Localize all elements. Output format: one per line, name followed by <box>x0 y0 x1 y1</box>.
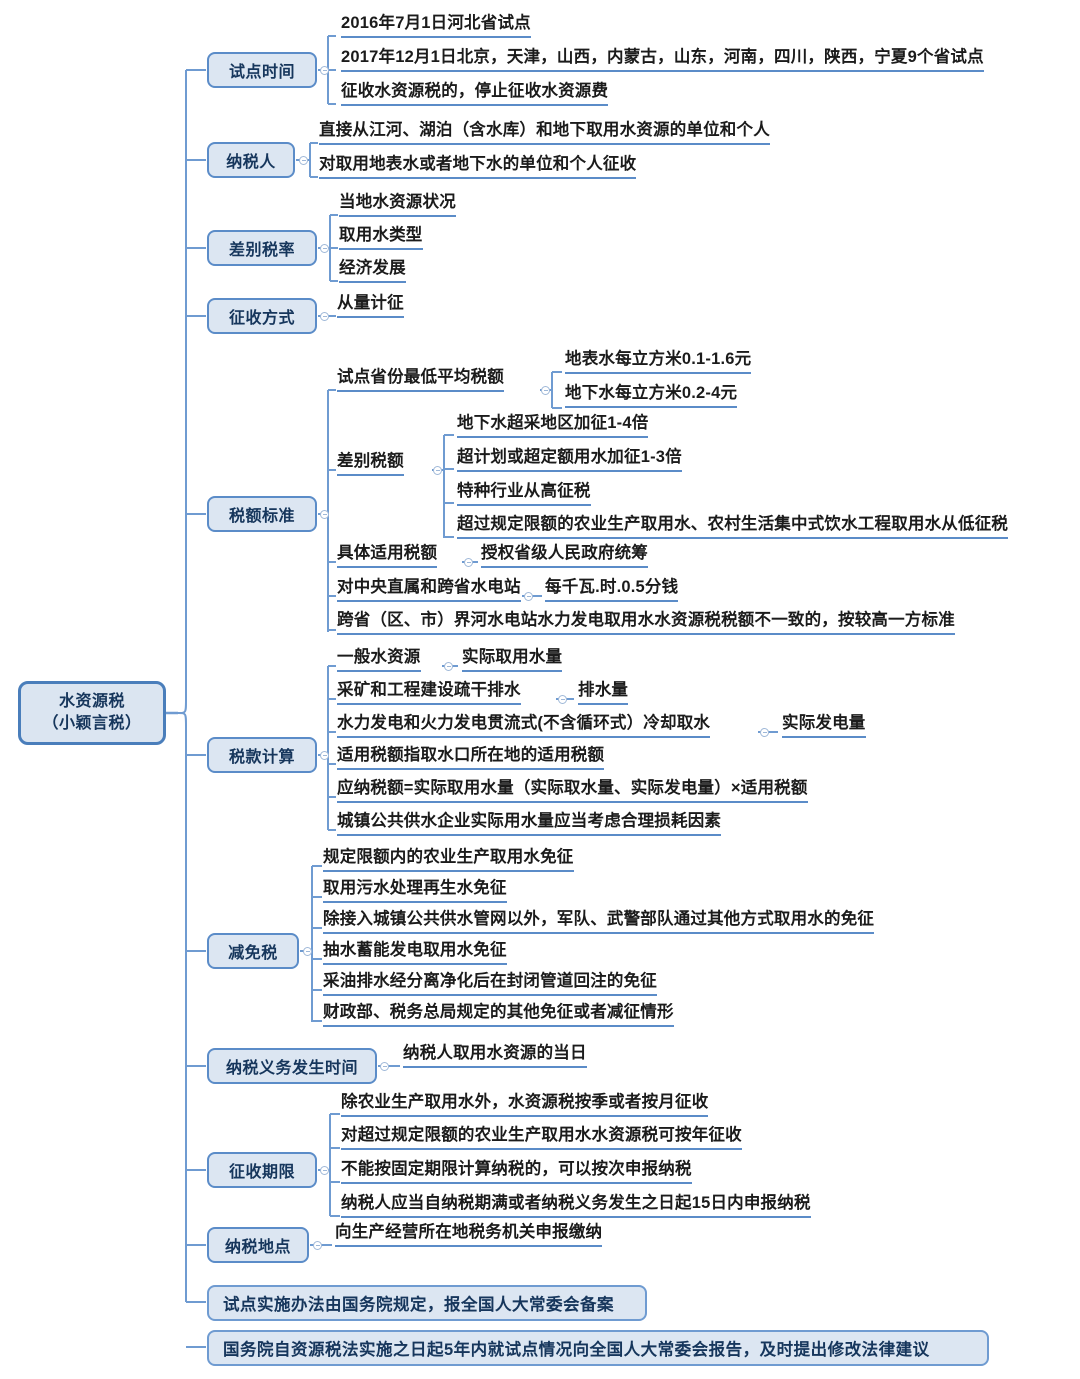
collapse-toggle-icon[interactable] <box>313 1241 322 1250</box>
leaf-item[interactable]: 不能按固定期限计算纳税的，可以按次申报纳税 <box>341 1160 692 1184</box>
root-title-line1: 水资源税 <box>58 693 125 711</box>
leaf-item[interactable]: 城镇公共供水企业实际用水量应当考虑合理损耗因素 <box>337 812 722 836</box>
leaf-item[interactable]: 取用水类型 <box>339 226 423 250</box>
collapse-toggle-icon[interactable] <box>320 510 329 519</box>
collapse-toggle-icon[interactable] <box>558 695 567 704</box>
leaf-item[interactable]: 取用污水处理再生水免征 <box>323 879 507 903</box>
leaf-item[interactable]: 经济发展 <box>339 259 406 283</box>
leaf-item[interactable]: 超计划或超定额用水加征1-3倍 <box>457 448 682 472</box>
subgroup-label[interactable]: 试点省份最低平均税额 <box>337 368 504 392</box>
branch-label: 征收期限 <box>228 1164 295 1181</box>
leaf-item[interactable]: 纳税人应当自纳税期满或者纳税义务发生之日起15日内申报纳税 <box>341 1194 811 1218</box>
branch-label: 试点时间 <box>228 64 295 81</box>
leaf-item[interactable]: 征收水资源税的，停止征收水资源费 <box>341 82 609 106</box>
subgroup-label[interactable]: 差别税额 <box>337 452 404 476</box>
branch-node-tax-amount-standard[interactable]: 税额标准 <box>207 496 317 532</box>
branch-label: 税款计算 <box>228 749 295 766</box>
collapse-toggle-icon[interactable] <box>320 1166 329 1175</box>
leaf-item[interactable]: 向生产经营所在地税务机关申报缴纳 <box>335 1223 603 1247</box>
leaf-item[interactable]: 除接入城镇公共供水管网以外，军队、武警部队通过其他方式取用水的免征 <box>323 910 875 934</box>
branch-label: 征收方式 <box>228 310 295 327</box>
collapse-toggle-icon[interactable] <box>464 558 473 567</box>
pair-value[interactable]: 实际发电量 <box>782 714 866 738</box>
leaf-item[interactable]: 抽水蓄能发电取用水免征 <box>323 941 507 965</box>
branch-label: 纳税地点 <box>224 1239 291 1256</box>
branch-node-taxpayer[interactable]: 纳税人 <box>207 142 295 178</box>
branch-label: 减免税 <box>228 945 278 962</box>
pair-value[interactable]: 每千瓦.时.0.5分钱 <box>545 578 679 602</box>
branch-label: 纳税义务发生时间 <box>225 1060 358 1077</box>
branch-node-collection-method[interactable]: 征收方式 <box>207 298 317 334</box>
collapse-toggle-icon[interactable] <box>380 1062 389 1071</box>
pair-label[interactable]: 具体适用税额 <box>337 544 438 568</box>
pair-label[interactable]: 采矿和工程建设疏干排水 <box>337 681 521 705</box>
pair-label[interactable]: 一般水资源 <box>337 648 421 672</box>
branch-node-pilot-time[interactable]: 试点时间 <box>207 52 317 88</box>
branch-label: 纳税人 <box>226 154 276 171</box>
pair-label[interactable]: 水力发电和火力发电贯流式(不含循环式）冷却取水 <box>337 714 711 738</box>
collapse-toggle-icon[interactable] <box>541 386 550 395</box>
leaf-item[interactable]: 纳税人取用水资源的当日 <box>403 1044 587 1068</box>
leaf-item[interactable]: 除农业生产取用水外，水资源税按季或者按月征收 <box>341 1093 709 1117</box>
branch-node-collection-period[interactable]: 征收期限 <box>207 1152 317 1188</box>
leaf-item[interactable]: 对取用地表水或者地下水的单位和个人征收 <box>319 155 637 179</box>
leaf-item[interactable]: 超过规定限额的农业生产取用水、农村生活集中式饮水工程取用水从低征税 <box>457 515 1009 539</box>
leaf-item[interactable]: 地下水超采地区加征1-4倍 <box>457 414 649 438</box>
leaf-item[interactable]: 应纳税额=实际取用水量（实际取水量、实际发电量）×适用税额 <box>337 779 808 803</box>
collapse-toggle-icon[interactable] <box>299 156 308 165</box>
leaf-item[interactable]: 地下水每立方米0.2-4元 <box>565 384 738 408</box>
standalone-label: 试点实施办法由国务院规定，报全国人大常委会备案 <box>223 1296 614 1314</box>
branch-node-tax-reduction[interactable]: 减免税 <box>207 933 299 969</box>
leaf-item[interactable]: 对超过规定限额的农业生产取用水水资源税可按年征收 <box>341 1126 742 1150</box>
leaf-item[interactable]: 从量计征 <box>337 294 404 318</box>
branch-label: 差别税率 <box>228 242 295 259</box>
collapse-toggle-icon[interactable] <box>433 466 442 475</box>
root-node[interactable]: 水资源税 （小颖言税） <box>18 681 166 745</box>
standalone-node-state-council-report[interactable]: 国务院自资源税法实施之日起5年内就试点情况向全国人大常委会报告，及时提出修改法律… <box>207 1330 989 1366</box>
leaf-item[interactable]: 财政部、税务总局规定的其他免征或者减征情形 <box>323 1003 674 1027</box>
root-title-line2: （小颖言税） <box>42 715 142 732</box>
leaf-item[interactable]: 地表水每立方米0.1-1.6元 <box>565 350 752 374</box>
branch-label: 税额标准 <box>228 508 295 525</box>
pair-value[interactable]: 实际取用水量 <box>462 648 563 672</box>
standalone-label: 国务院自资源税法实施之日起5年内就试点情况向全国人大常委会报告，及时提出修改法律… <box>223 1341 930 1359</box>
leaf-item[interactable]: 跨省（区、市）界河水电站水力发电取用水水资源税税额不一致的，按较高一方标准 <box>337 611 955 635</box>
leaf-item[interactable]: 2017年12月1日北京，天津，山西，内蒙古，山东，河南，四川，陕西，宁夏9个省… <box>341 48 984 72</box>
pair-value[interactable]: 排水量 <box>578 681 629 705</box>
collapse-toggle-icon[interactable] <box>524 592 533 601</box>
leaf-item[interactable]: 采油排水经分离净化后在封闭管道回注的免征 <box>323 972 657 996</box>
branch-node-tax-obligation-time[interactable]: 纳税义务发生时间 <box>207 1048 377 1084</box>
collapse-toggle-icon[interactable] <box>444 662 453 671</box>
branch-node-tax-calculation[interactable]: 税款计算 <box>207 737 317 773</box>
leaf-item[interactable]: 直接从江河、湖泊（含水库）和地下取用水资源的单位和个人 <box>319 121 770 145</box>
leaf-item[interactable]: 适用税额指取水口所在地的适用税额 <box>337 746 605 770</box>
collapse-toggle-icon[interactable] <box>320 66 329 75</box>
standalone-node-pilot-measures[interactable]: 试点实施办法由国务院规定，报全国人大常委会备案 <box>207 1285 647 1321</box>
leaf-item[interactable]: 规定限额内的农业生产取用水免征 <box>323 848 574 872</box>
branch-node-tax-location[interactable]: 纳税地点 <box>207 1227 309 1263</box>
leaf-item[interactable]: 当地水资源状况 <box>339 193 456 217</box>
leaf-item[interactable]: 特种行业从高征税 <box>457 482 591 506</box>
pair-value[interactable]: 授权省级人民政府统筹 <box>481 544 648 568</box>
pair-label[interactable]: 对中央直属和跨省水电站 <box>337 578 521 602</box>
branch-node-differential-rate[interactable]: 差别税率 <box>207 230 317 266</box>
collapse-toggle-icon[interactable] <box>760 728 769 737</box>
collapse-toggle-icon[interactable] <box>320 751 329 760</box>
collapse-toggle-icon[interactable] <box>303 947 312 956</box>
collapse-toggle-icon[interactable] <box>320 312 329 321</box>
collapse-toggle-icon[interactable] <box>320 244 329 253</box>
leaf-item[interactable]: 2016年7月1日河北省试点 <box>341 14 531 38</box>
